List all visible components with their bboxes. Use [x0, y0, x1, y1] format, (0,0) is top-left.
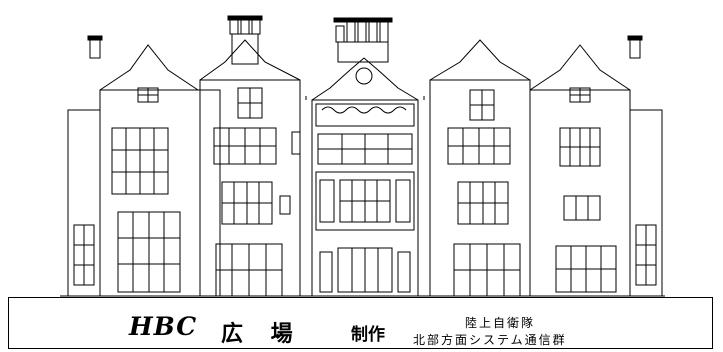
produced-label: 制作	[351, 325, 385, 345]
right-centre-bay	[429, 39, 531, 297]
right-wing	[529, 44, 663, 297]
plaza-title: 広 場	[221, 322, 303, 347]
left-centre-bay	[199, 39, 301, 297]
organization-line-1: 陸上自衛隊	[465, 316, 536, 330]
building-facade-drawing	[60, 15, 665, 297]
left-wing	[67, 44, 221, 297]
brand-logo: HBC	[129, 312, 198, 341]
chimneys	[87, 15, 643, 65]
caption-panel: HBC 広 場 制作 陸上自衛隊 北部方面システム通信群	[8, 297, 713, 349]
organization-line-2: 北部方面システム通信群	[413, 333, 567, 347]
central-tower	[305, 57, 425, 297]
